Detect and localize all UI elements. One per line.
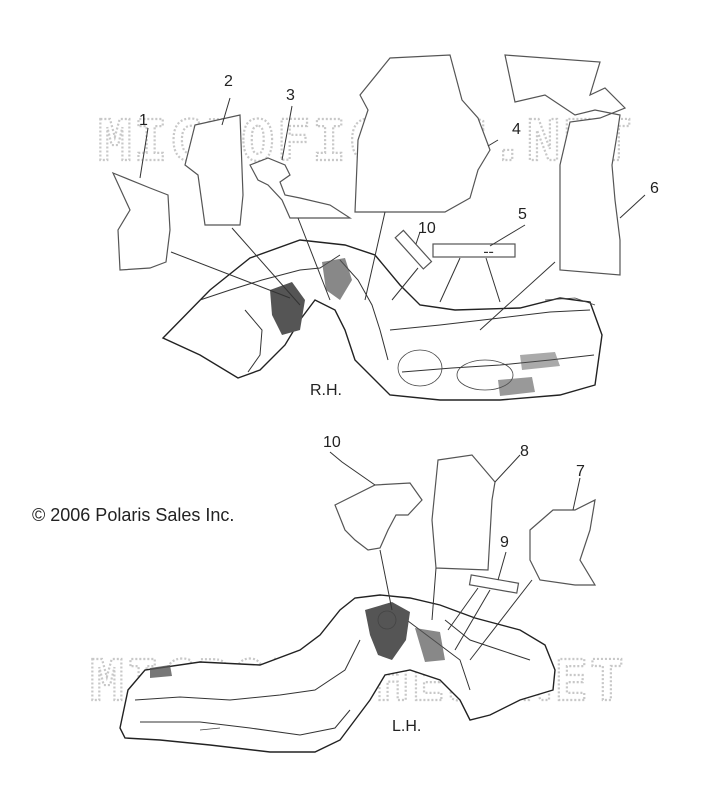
lh-pad-9 xyxy=(334,482,423,551)
rh-callout-1: 1 xyxy=(139,112,148,129)
rh-fender-body xyxy=(161,239,603,401)
rh-callout-4: 4 xyxy=(512,121,521,138)
lh-assembly: 10 8 7 9 L.H. xyxy=(119,434,597,753)
lh-side-label: L.H. xyxy=(392,718,421,735)
rh-pad-2 xyxy=(184,114,244,226)
lh-pad-10 xyxy=(468,574,520,594)
rh-pad-5-label: ▬ ▬ xyxy=(484,249,493,254)
rh-pad-10 xyxy=(394,229,433,270)
lh-callout-7: 7 xyxy=(576,463,585,480)
rh-pad-1 xyxy=(111,171,171,271)
lh-callout-9: 10 xyxy=(323,434,341,451)
lh-pad-8 xyxy=(431,454,496,571)
rh-callout-2: 2 xyxy=(224,73,233,90)
lh-callout-8: 8 xyxy=(520,443,529,460)
rh-callout-10: 10 xyxy=(418,220,436,237)
rh-pad-5 xyxy=(432,243,516,258)
rh-side-label: R.H. xyxy=(310,382,342,399)
rh-callout-5: 5 xyxy=(518,206,527,223)
copyright-notice: © 2006 Polaris Sales Inc. xyxy=(32,505,234,525)
rh-pad-4 xyxy=(354,54,491,213)
lh-fender-body xyxy=(119,594,556,753)
rh-callout-3: 3 xyxy=(286,87,295,104)
lh-callout-10: 9 xyxy=(500,534,509,551)
rh-pad-6 xyxy=(504,54,627,276)
lh-pad-7 xyxy=(529,498,597,586)
rh-pad-3 xyxy=(249,157,353,219)
rh-callout-6: 6 xyxy=(650,180,659,197)
rh-assembly: ▬ ▬ 1 2 3 4 5 6 xyxy=(111,54,659,401)
